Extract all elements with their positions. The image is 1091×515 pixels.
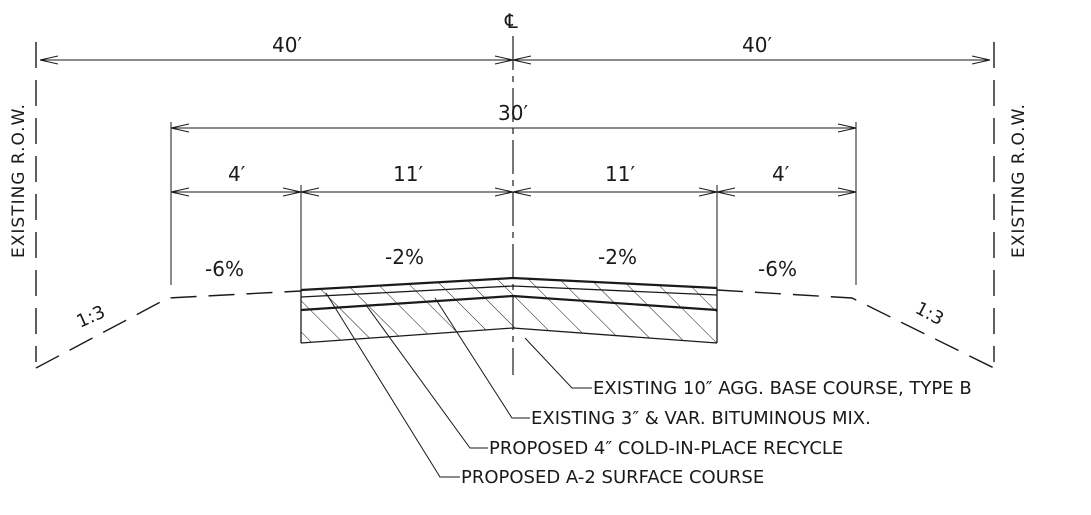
total-dim-arrow-l2 [170, 127, 190, 133]
ground-line-left [35, 290, 302, 369]
leader-bituminous [434, 297, 530, 419]
row-dim-arrow-left2 [39, 59, 59, 65]
lane-left-dim-label: 11′ [393, 162, 423, 186]
slope-lane-right: -2% [598, 245, 637, 269]
slope-lane-left: -2% [385, 245, 424, 269]
total-dim-arrow-l [170, 123, 190, 129]
shoulder-right-dim-label: 4′ [772, 162, 790, 186]
shoulder-left-dim-label: 4′ [228, 162, 246, 186]
base-bottom [300, 327, 718, 344]
base-course-hatch [301, 296, 717, 343]
foreslope-left: 1:3 [73, 302, 108, 333]
slope-shoulder-left: -6% [205, 257, 244, 281]
lane-right-dim-label: 11′ [605, 162, 635, 186]
row-dim-arrow-mid-r [512, 55, 532, 61]
centerline-symbol: ℄ [504, 9, 518, 33]
row-dim-arrow-left [39, 55, 59, 61]
callout-recycle: PROPOSED 4″ COLD-IN-PLACE RECYCLE [489, 438, 843, 459]
row-dim-right-label: 40′ [742, 33, 772, 57]
leader-surface [325, 292, 460, 478]
slope-shoulder-right: -6% [758, 257, 797, 281]
ground-line-right [716, 289, 995, 369]
row-dim-arrow-mid-r2 [512, 59, 532, 65]
total-dim-label: 30′ [498, 101, 528, 125]
lane-dim-arrows [170, 187, 857, 197]
row-label-right: EXISTING R.O.W. [1009, 103, 1029, 258]
callout-base-course: EXISTING 10″ AGG. BASE COURSE, TYPE B [593, 378, 972, 399]
row-dim-arrow-mid-l2 [494, 59, 514, 65]
foreslope-right: 1:3 [912, 298, 947, 330]
row-label-left: EXISTING R.O.W. [9, 103, 29, 258]
total-dim-arrow-r2 [837, 127, 857, 133]
total-dim-arrow-r [837, 123, 857, 129]
surface-course-top [300, 276, 718, 292]
recycle-bottom [300, 294, 718, 312]
row-dim-arrow-right2 [971, 59, 991, 65]
callout-surface: PROPOSED A-2 SURFACE COURSE [461, 467, 764, 488]
leader-base-course [524, 337, 592, 389]
surface-course-bottom [300, 285, 718, 298]
row-dim-arrow-right [971, 55, 991, 61]
row-dim-arrow-mid-l [494, 55, 514, 61]
leader-recycle [365, 304, 488, 449]
callout-bituminous: EXISTING 3″ & VAR. BITUMINOUS MIX. [531, 408, 871, 429]
row-dim-left-label: 40′ [272, 33, 302, 57]
